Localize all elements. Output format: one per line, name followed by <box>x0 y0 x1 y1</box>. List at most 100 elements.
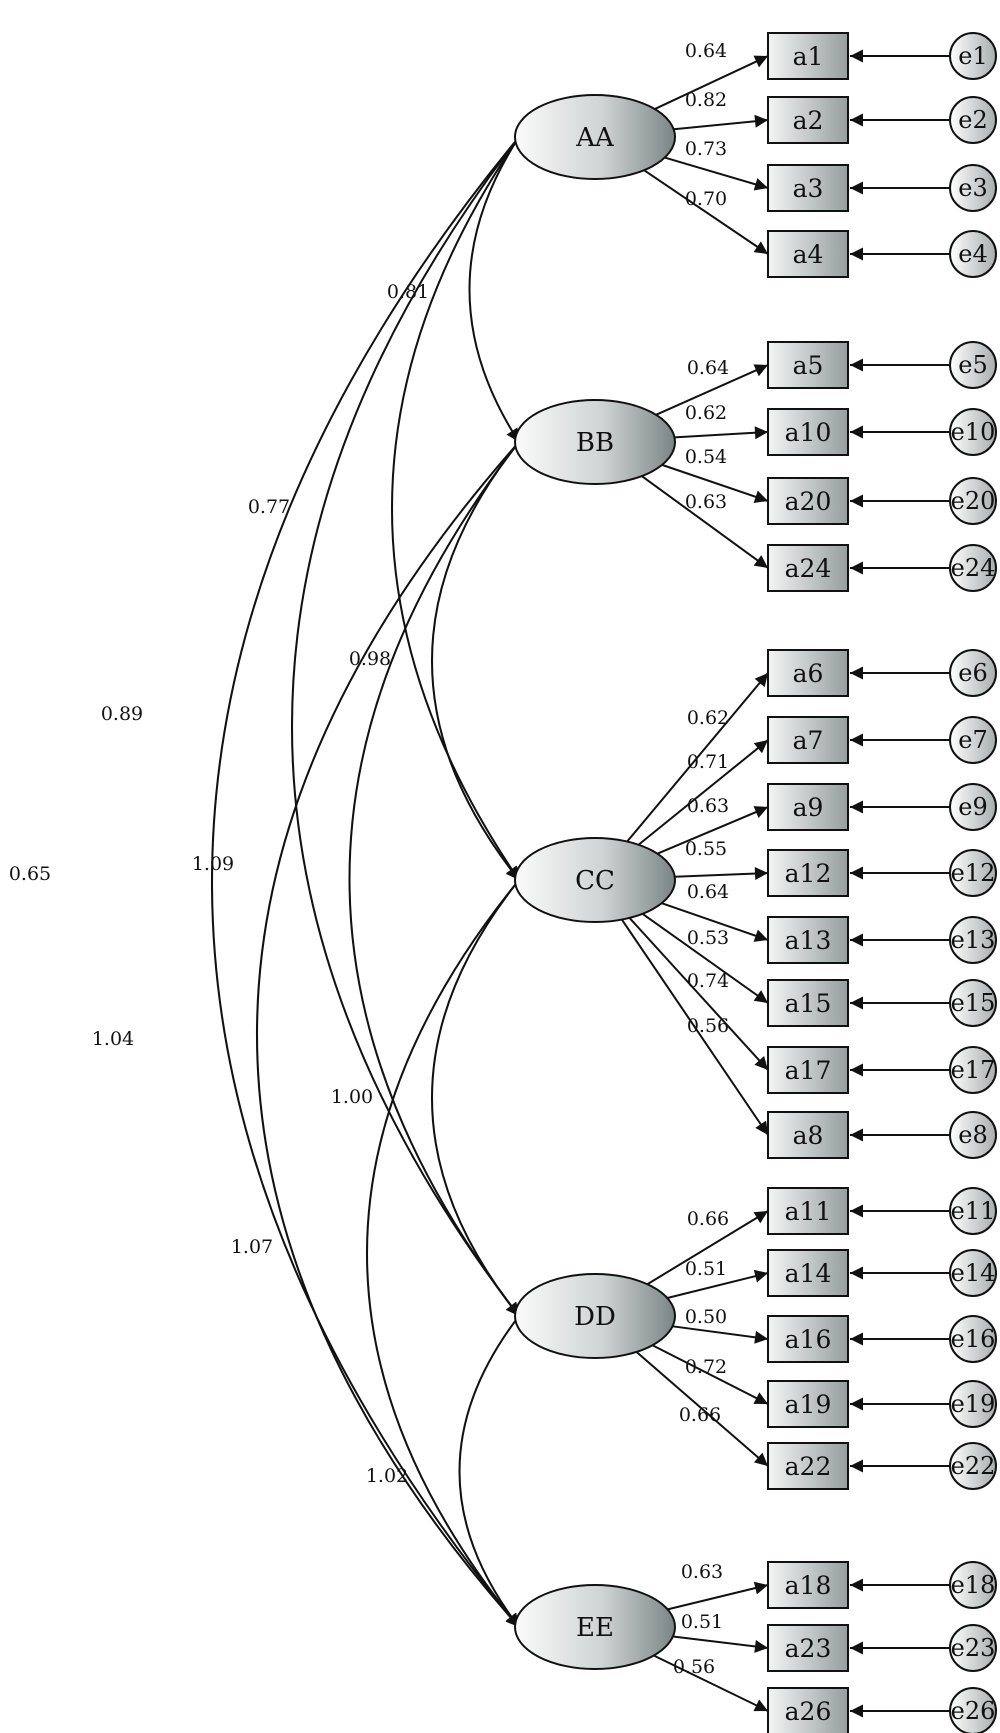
loading-label-a17: 0.74 <box>687 970 729 992</box>
indicator-label-a14: a14 <box>785 1259 832 1288</box>
indicator-label-a6: a6 <box>793 659 824 688</box>
correlation-aa-bb <box>468 122 532 443</box>
correlation-label-aa-cc: 0.77 <box>248 496 290 518</box>
loading-label-a1: 0.64 <box>685 40 727 62</box>
indicator-label-a11: a11 <box>785 1197 832 1226</box>
loading-arrow-a8 <box>621 919 769 1136</box>
loading-arrow-a22 <box>635 1351 769 1467</box>
loading-arrow-a10 <box>674 426 769 440</box>
error-circle-e16 <box>949 1315 997 1363</box>
loading-arrow-a12 <box>674 867 769 881</box>
indicator-box-a11 <box>767 1187 849 1235</box>
correlation-aa-dd <box>291 122 533 1317</box>
indicator-label-a7: a7 <box>793 726 824 755</box>
error-label-e22: e22 <box>951 1452 996 1480</box>
factor-ellipse-bb <box>514 399 676 485</box>
loading-label-a10: 0.62 <box>685 402 727 424</box>
error-label-e15: e15 <box>951 989 996 1017</box>
indicator-box-a13 <box>767 916 849 964</box>
error-label-e2: e2 <box>958 106 987 134</box>
error-label-e16: e16 <box>951 1325 996 1353</box>
loading-label-a23: 0.51 <box>681 1611 723 1633</box>
indicator-box-a15 <box>767 979 849 1027</box>
error-label-e13: e13 <box>951 926 996 954</box>
correlation-cc-ee <box>366 865 533 1628</box>
indicator-label-a23: a23 <box>785 1634 832 1663</box>
loading-arrow-a9 <box>656 806 769 855</box>
indicator-box-a2 <box>767 96 849 144</box>
loading-arrow-a16 <box>672 1325 769 1344</box>
label-layer: 0.810.770.890.650.981.091.041.001.071.02… <box>9 40 996 1726</box>
indicator-box-a14 <box>767 1249 849 1297</box>
error-circle-e18 <box>949 1561 997 1609</box>
correlation-label-aa-bb: 0.81 <box>387 281 429 303</box>
correlation-label-aa-ee: 0.65 <box>9 863 51 885</box>
indicator-box-a18 <box>767 1561 849 1609</box>
error-circle-e1 <box>949 32 997 80</box>
error-circle-e10 <box>949 408 997 456</box>
indicator-label-a1: a1 <box>793 42 824 71</box>
loading-label-a12: 0.55 <box>685 838 727 860</box>
loading-label-a11: 0.66 <box>687 1208 729 1230</box>
error-label-e5: e5 <box>958 351 987 379</box>
loading-label-a26: 0.56 <box>673 1656 715 1678</box>
loading-arrow-a3 <box>664 156 769 191</box>
error-label-e14: e14 <box>951 1259 996 1287</box>
error-label-e26: e26 <box>951 1697 996 1725</box>
indicator-box-a20 <box>767 477 849 525</box>
indicator-box-a7 <box>767 716 849 764</box>
error-label-e17: e17 <box>951 1056 996 1084</box>
indicator-box-a26 <box>767 1687 849 1733</box>
loading-label-a7: 0.71 <box>687 751 729 773</box>
correlation-label-cc-ee: 1.07 <box>231 1236 273 1258</box>
correlation-aa-cc <box>391 122 532 881</box>
factor-label-cc: CC <box>575 866 615 896</box>
loading-label-a18: 0.63 <box>681 1561 723 1583</box>
error-circle-e14 <box>949 1249 997 1297</box>
correlation-label-bb-dd: 1.09 <box>192 853 234 875</box>
indicator-label-a16: a16 <box>785 1325 832 1354</box>
indicator-label-a3: a3 <box>793 174 824 203</box>
indicator-label-a22: a22 <box>785 1452 832 1481</box>
error-circle-e7 <box>949 716 997 764</box>
indicator-box-a24 <box>767 544 849 592</box>
loading-arrow-a20 <box>661 463 769 503</box>
loading-label-a24: 0.63 <box>685 491 727 513</box>
loading-arrow-a4 <box>643 169 769 255</box>
indicator-box-a10 <box>767 408 849 456</box>
indicator-label-a4: a4 <box>793 240 824 269</box>
indicator-box-a19 <box>767 1380 849 1428</box>
error-label-e23: e23 <box>951 1634 996 1662</box>
error-label-e6: e6 <box>958 659 987 687</box>
indicator-label-a8: a8 <box>793 1121 824 1150</box>
indicator-box-a23 <box>767 1624 849 1672</box>
error-label-e10: e10 <box>951 418 996 446</box>
error-label-e24: e24 <box>951 554 996 582</box>
indicator-label-a2: a2 <box>793 106 824 135</box>
loading-label-a14: 0.51 <box>685 1258 727 1280</box>
indicator-label-a15: a15 <box>785 989 832 1018</box>
loading-arrow-a14 <box>667 1269 769 1299</box>
loading-arrow-a1 <box>654 55 769 110</box>
correlation-label-cc-dd: 1.00 <box>331 1086 373 1108</box>
loading-arrow-a17 <box>628 917 769 1071</box>
loading-label-a9: 0.63 <box>687 795 729 817</box>
error-circle-e17 <box>949 1046 997 1094</box>
error-label-e9: e9 <box>958 793 987 821</box>
error-label-e8: e8 <box>958 1121 987 1149</box>
loading-arrow-a23 <box>672 1635 769 1653</box>
loading-arrow-a26 <box>653 1654 769 1712</box>
error-label-e18: e18 <box>951 1571 996 1599</box>
indicator-box-a8 <box>767 1111 849 1159</box>
indicator-box-a1 <box>767 32 849 80</box>
indicator-box-a17 <box>767 1046 849 1094</box>
loading-label-a6: 0.62 <box>687 707 729 729</box>
loading-arrow-a24 <box>641 475 769 569</box>
correlation-bb-cc <box>431 427 533 881</box>
correlation-layer <box>211 122 533 1628</box>
indicator-box-a5 <box>767 341 849 389</box>
error-label-e3: e3 <box>958 174 987 202</box>
loading-arrow-a5 <box>655 364 769 416</box>
correlation-dd-ee <box>458 1301 533 1628</box>
indicator-label-a9: a9 <box>793 793 824 822</box>
